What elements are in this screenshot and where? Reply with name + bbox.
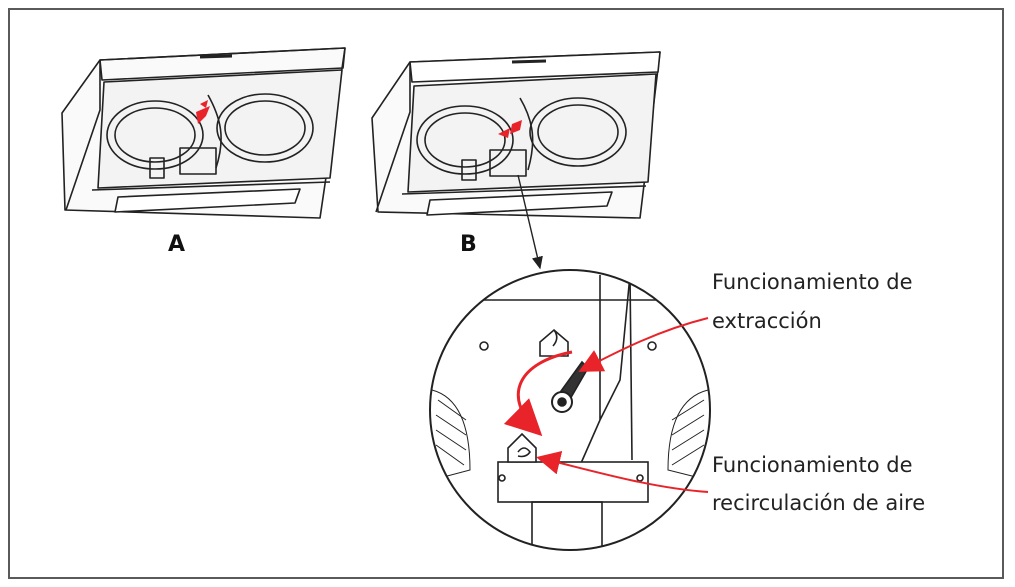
callout-recirculation-line1: Funcionamiento de [712,453,913,477]
switch-direction-arrow [503,350,573,437]
callout-recirculation-line2: recirculación de aire [712,491,926,515]
magnified-detail [429,269,711,551]
callout-extraction-line1: Funcionamiento de [712,270,913,294]
figure-frame [8,8,1004,579]
hood-b-illustration [371,51,661,219]
callout-arrow-recirculation [536,451,709,493]
hood-b-label: B [460,232,477,257]
hood-a-label: A [168,232,186,257]
hood-a-illustration [61,47,346,219]
callout-arrow-extraction [578,317,709,372]
callout-extraction-line2: extracción [712,309,822,333]
zoom-pointer-arrow [517,174,543,270]
